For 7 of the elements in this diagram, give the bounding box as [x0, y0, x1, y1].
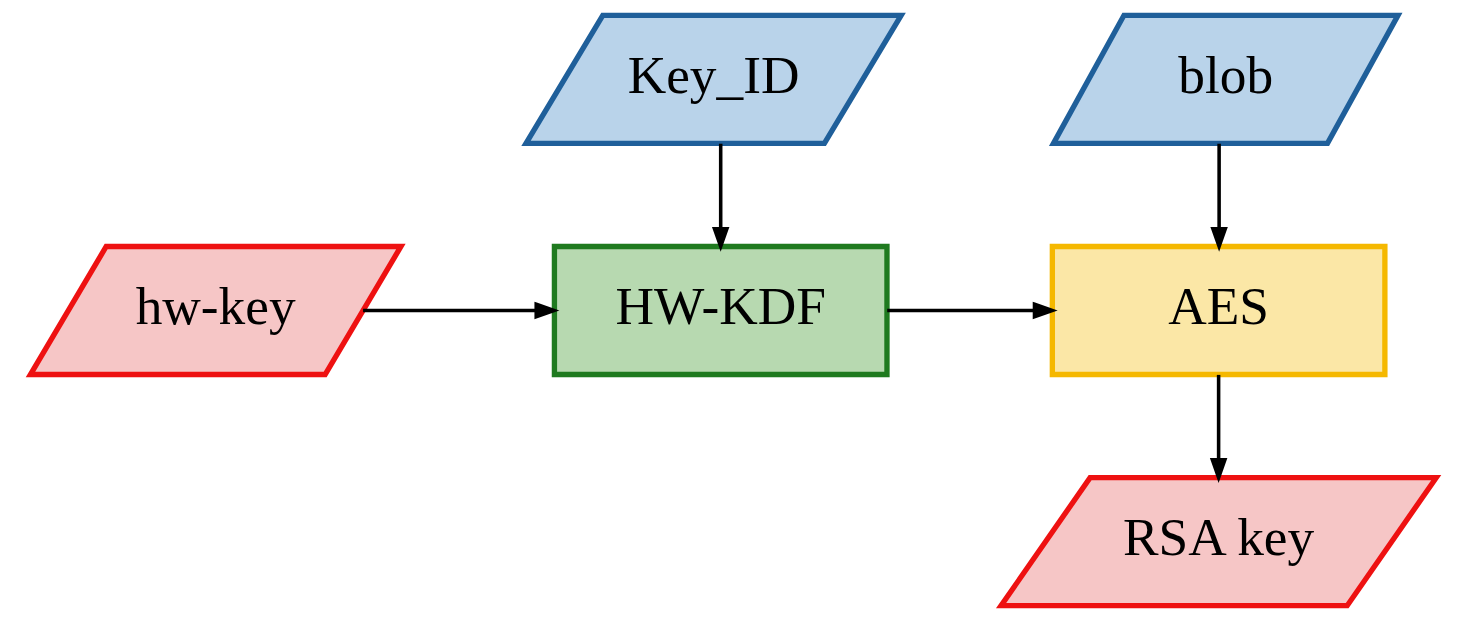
node-box: HW-KDF [551, 243, 890, 378]
arrow [362, 301, 559, 320]
arrow [1209, 374, 1227, 483]
arrow [711, 143, 729, 252]
arrow [1209, 143, 1228, 252]
arrow [886, 301, 1058, 320]
node-box: AES [1049, 243, 1388, 378]
